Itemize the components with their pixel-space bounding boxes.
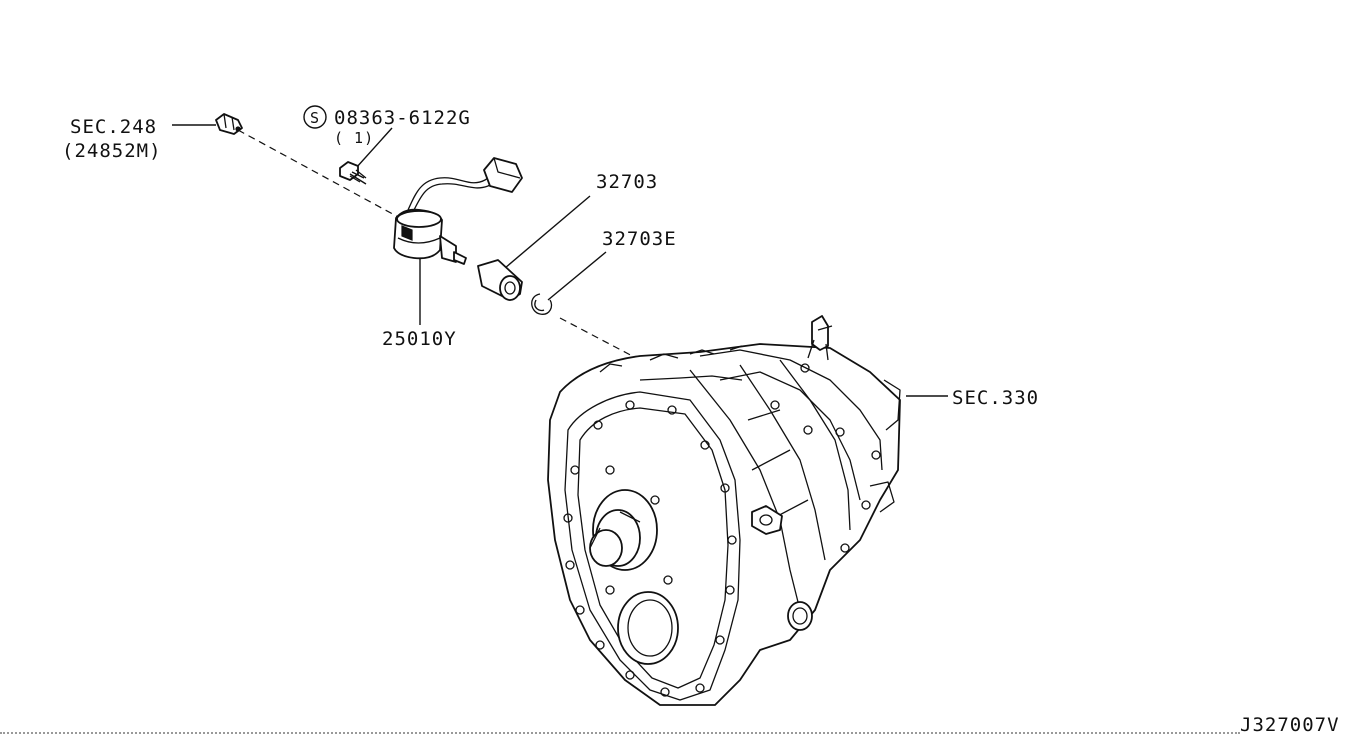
assembly-line-sensor xyxy=(237,129,401,219)
label-clip[interactable]: 32703E xyxy=(602,228,677,250)
leader-bolt xyxy=(355,127,393,169)
bottom-dotted-rule xyxy=(0,732,1240,734)
label-sec248-part: (24852M) xyxy=(62,140,162,162)
drawing-id: J327007V xyxy=(1240,714,1340,736)
retaining-clip xyxy=(531,293,553,315)
label-sec330[interactable]: SEC.330 xyxy=(952,387,1039,409)
leader-clip xyxy=(547,251,607,301)
driven-gear xyxy=(477,259,523,301)
bolt xyxy=(339,161,367,185)
assembly-line-case xyxy=(559,317,641,361)
label-gear[interactable]: 32703 xyxy=(596,171,658,193)
leader-gear xyxy=(504,195,591,269)
label-bolt-qty: ( 1) xyxy=(334,129,374,147)
label-sec248[interactable]: SEC.248 xyxy=(70,116,157,138)
s-symbol-letter: S xyxy=(310,109,320,127)
speed-sensor xyxy=(393,157,523,265)
flange-bolt-holes xyxy=(563,400,737,697)
s-symbol-circle xyxy=(303,105,327,129)
transmission-case xyxy=(547,315,901,706)
label-bolt-part: 08363-6122G xyxy=(334,107,471,129)
bolt-callout[interactable]: S 08363-6122G ( 1) xyxy=(303,105,471,147)
connector-plug xyxy=(215,113,243,135)
label-sensor[interactable]: 25010Y xyxy=(382,328,457,350)
